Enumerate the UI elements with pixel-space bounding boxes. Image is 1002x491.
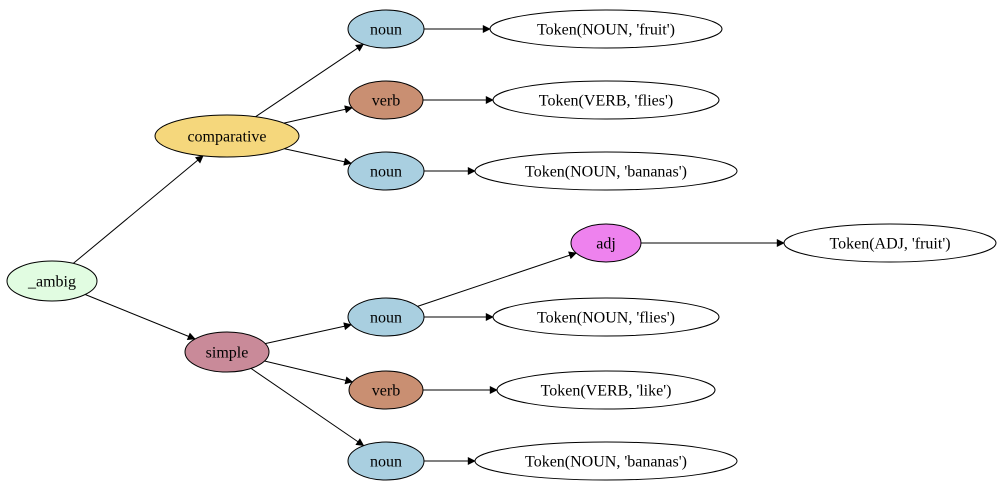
node-label-tok_noun_bananas2: Token(NOUN, 'bananas') <box>525 454 687 471</box>
node-noun2: noun <box>347 151 425 191</box>
node-tok_noun_bananas1: Token(NOUN, 'bananas') <box>474 151 738 191</box>
node-ellipse-tok_noun_bananas1 <box>474 151 738 191</box>
node-ellipse-adj <box>570 223 642 263</box>
edge-noun3-to-adj <box>417 251 577 307</box>
node-ellipse-simple <box>184 331 270 373</box>
nodes-layer: _ambig comparative simple noun verb noun noun v… <box>6 9 997 481</box>
node-noun1: noun <box>347 9 425 49</box>
node-tok_verb_flies: Token(VERB, 'flies') <box>492 80 720 120</box>
edge-simple-to-noun3 <box>264 322 352 345</box>
node-ellipse-comparative <box>154 114 300 158</box>
node-label-adj: adj <box>596 236 616 253</box>
node-label-tok_verb_flies: Token(VERB, 'flies') <box>539 93 673 110</box>
node-label-comparative: comparative <box>187 129 266 146</box>
node-ellipse-tok_adj_fruit <box>783 223 997 263</box>
edge-simple-to-noun4 <box>250 367 365 447</box>
node-label-noun1: noun <box>370 22 402 39</box>
node-ellipse-ambig <box>6 260 98 302</box>
node-comparative: comparative <box>154 114 300 158</box>
node-ellipse-verb1 <box>348 80 424 120</box>
node-label-simple: simple <box>206 345 249 362</box>
node-ellipse-noun4 <box>347 441 425 481</box>
edge-comparative-to-verb1 <box>283 105 353 124</box>
node-verb2: verb <box>348 370 424 410</box>
node-ellipse-verb2 <box>348 370 424 410</box>
node-ellipse-noun2 <box>347 151 425 191</box>
node-label-noun2: noun <box>370 164 402 181</box>
node-label-tok_noun_bananas1: Token(NOUN, 'bananas') <box>525 164 687 181</box>
node-ellipse-tok_noun_fruit <box>489 9 723 49</box>
node-noun4: noun <box>347 441 425 481</box>
node-tok_noun_fruit: Token(NOUN, 'fruit') <box>489 9 723 49</box>
node-tok_adj_fruit: Token(ADJ, 'fruit') <box>783 223 997 263</box>
node-label-tok_adj_fruit: Token(ADJ, 'fruit') <box>829 236 950 253</box>
node-ellipse-tok_verb_like <box>496 370 716 410</box>
node-label-ambig: _ambig <box>27 274 76 291</box>
node-label-noun4: noun <box>370 454 402 471</box>
node-label-verb2: verb <box>372 383 400 400</box>
node-tok_noun_flies: Token(NOUN, 'flies') <box>492 297 720 337</box>
node-ellipse-noun1 <box>347 9 425 49</box>
node-label-tok_verb_like: Token(VERB, 'like') <box>541 383 672 400</box>
node-ellipse-tok_noun_flies <box>492 297 720 337</box>
node-ellipse-tok_noun_bananas2 <box>474 441 738 481</box>
edges-layer <box>72 25 785 465</box>
node-label-tok_noun_fruit: Token(NOUN, 'fruit') <box>537 22 675 39</box>
edge-simple-to-verb2 <box>264 360 354 385</box>
node-simple: simple <box>184 331 270 373</box>
edge-comparative-to-noun2 <box>284 148 352 166</box>
node-ellipse-tok_verb_flies <box>492 80 720 120</box>
node-label-tok_noun_flies: Token(NOUN, 'flies') <box>537 310 675 327</box>
node-label-verb1: verb <box>372 93 400 110</box>
node-ellipse-noun3 <box>347 297 425 337</box>
node-label-noun3: noun <box>370 310 402 327</box>
node-tok_verb_like: Token(VERB, 'like') <box>496 370 716 410</box>
edge-ambig-to-simple <box>85 294 196 341</box>
edge-comparative-to-noun1 <box>255 43 364 118</box>
edge-ambig-to-comparative <box>72 155 204 264</box>
node-noun3: noun <box>347 297 425 337</box>
node-verb1: verb <box>348 80 424 120</box>
node-tok_noun_bananas2: Token(NOUN, 'bananas') <box>474 441 738 481</box>
node-adj: adj <box>570 223 642 263</box>
node-ambig: _ambig <box>6 260 98 302</box>
